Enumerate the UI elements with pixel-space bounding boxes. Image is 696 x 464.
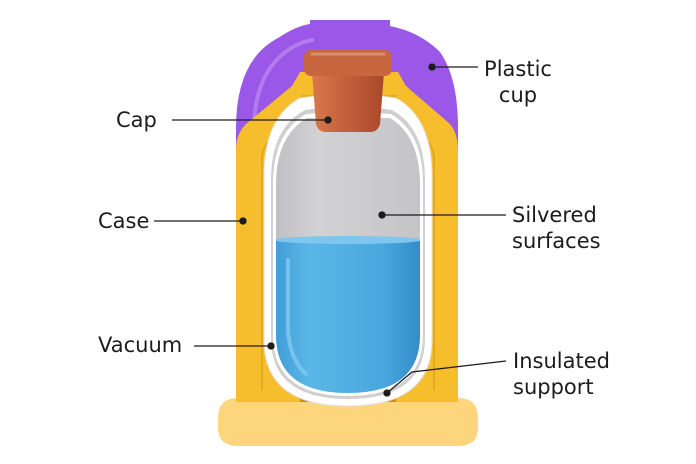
cap-shape	[312, 72, 384, 132]
cap-rim	[304, 50, 392, 76]
label-plastic-cup-line-1: Plastic	[484, 57, 552, 81]
leader-lines	[154, 63, 507, 397]
plastic-cup-highlight	[252, 38, 314, 132]
label-vacuum: Vacuum	[98, 333, 183, 357]
dot-plastic-cup	[428, 63, 436, 71]
label-plastic-cup-line-2: cup	[498, 83, 538, 107]
liquid-highlight	[286, 258, 308, 376]
label-insulated-support-line-1: Insulated	[513, 349, 610, 373]
leader-insulated-support	[386, 360, 507, 394]
label-insulated-support: Insulated support	[513, 348, 610, 400]
label-silvered-surfaces-line-2: surfaces	[512, 229, 601, 253]
liquid-surface	[276, 236, 420, 244]
label-case: Case	[98, 209, 150, 233]
label-cap: Cap	[116, 108, 157, 132]
dot-case	[239, 217, 247, 225]
label-insulated-support-line-2: support	[513, 375, 594, 399]
flask-air	[276, 118, 420, 245]
dot-silvered-surfaces	[378, 211, 386, 219]
case-base	[218, 398, 478, 446]
dot-insulated-support	[383, 389, 391, 397]
label-silvered-surfaces: Silvered surfaces	[512, 202, 601, 254]
label-plastic-cup: Plastic cup	[476, 56, 560, 108]
dot-vacuum	[267, 342, 275, 350]
dot-cap	[324, 116, 332, 124]
label-silvered-surfaces-line-1: Silvered	[512, 203, 597, 227]
